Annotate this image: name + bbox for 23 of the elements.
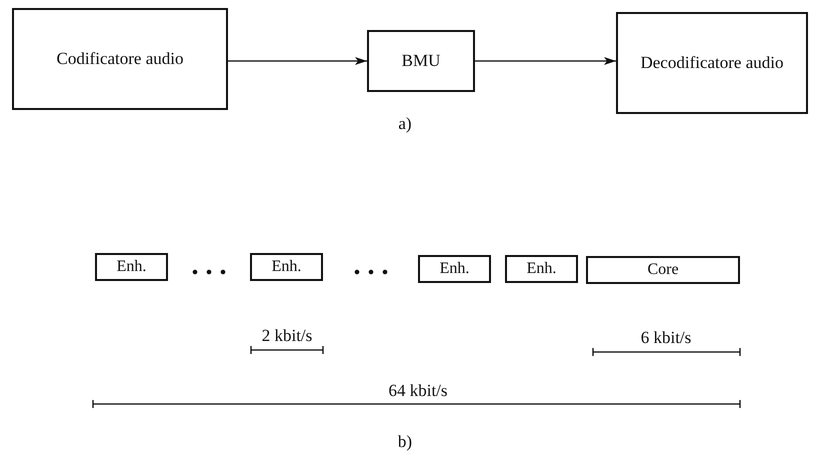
block-box [250,253,323,281]
block-label: Decodificatore audio [640,54,784,72]
block-label: Enh. [526,260,556,278]
block-label: Enh. [116,258,146,276]
block-box [95,253,168,281]
dimension-label: 64 kbit/s [388,381,448,401]
block-label: BMU [402,52,440,70]
panel-label: a) [398,114,412,134]
block-box [505,255,578,283]
dimension-label: 2 kbit/s [262,326,312,346]
block-box [12,8,228,110]
block-box [616,12,808,114]
arrow [475,57,616,65]
panel-label: b) [398,432,412,452]
block-label: Codificatore audio [56,50,184,68]
block-box [418,255,491,283]
block-label: Enh. [440,260,470,278]
block-box [586,256,740,284]
block-label: Enh. [272,258,302,276]
dimension-label: 6 kbit/s [640,328,692,348]
block-box [367,30,475,92]
arrow [228,57,367,65]
block-label: Core [647,261,679,279]
